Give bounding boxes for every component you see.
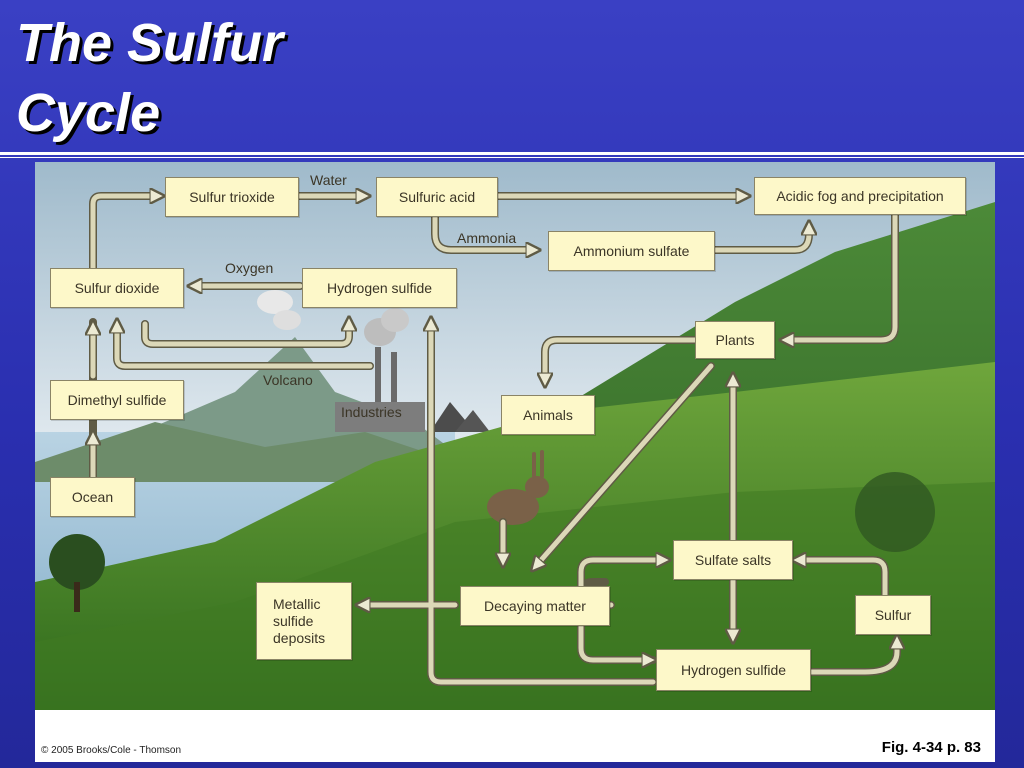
- industries-label: Industries: [341, 404, 402, 420]
- volcano-label: Volcano: [263, 372, 313, 388]
- oxygen-label: Oxygen: [225, 260, 274, 276]
- node-metallic-sulfide-deposits: Metallic sulfide deposits: [256, 582, 352, 660]
- node-ammonium-sulfate: Ammonium sulfate: [548, 231, 715, 271]
- title-divider: [0, 152, 1024, 155]
- node-hydrogen-sulfide-top: Hydrogen sulfide: [302, 268, 457, 308]
- node-sulfuric-acid: Sulfuric acid: [376, 177, 498, 217]
- node-dimethyl-sulfide: Dimethyl sulfide: [50, 380, 184, 420]
- node-hydrogen-sulfide-bottom: Hydrogen sulfide: [656, 649, 811, 691]
- water-label: Water: [310, 172, 347, 188]
- node-acidic-fog-precipitation: Acidic fog and precipitation: [754, 177, 966, 215]
- slide-title: The Sulfur Cycle: [16, 8, 283, 148]
- node-sulfur-dioxide: Sulfur dioxide: [50, 268, 184, 308]
- node-animals: Animals: [501, 395, 595, 435]
- ammonia-label: Ammonia: [457, 230, 517, 246]
- node-sulfur-trioxide: Sulfur trioxide: [165, 177, 299, 217]
- node-ocean: Ocean: [50, 477, 135, 517]
- copyright-credit: © 2005 Brooks/Cole - Thomson: [41, 745, 182, 756]
- node-decaying-matter: Decaying matter: [460, 586, 610, 626]
- title-line-1: The Sulfur: [16, 13, 283, 73]
- title-line-2: Cycle: [16, 83, 161, 143]
- landscape-illustration: [35, 162, 995, 762]
- node-sulfate-salts: Sulfate salts: [673, 540, 793, 580]
- figure-reference: Fig. 4-34 p. 83: [881, 739, 981, 756]
- title-divider-thin: [0, 157, 1024, 158]
- node-sulfur: Sulfur: [855, 595, 931, 635]
- node-plants: Plants: [695, 321, 775, 359]
- sulfur-cycle-figure: Volcano Industries Water Ammonia Oxygen …: [35, 162, 995, 762]
